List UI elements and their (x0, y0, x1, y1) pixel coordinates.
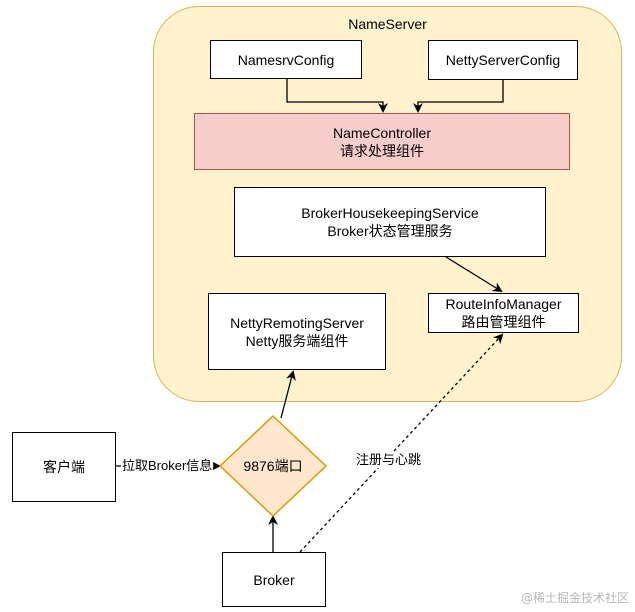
name-controller-line1: NameController (332, 124, 432, 141)
namesrv-config-label: NamesrvConfig (237, 51, 335, 68)
netty-remoting-server-box[interactable]: NettyRemotingServer Netty服务端组件 (208, 293, 386, 370)
route-info-manager-line2: 路由管理组件 (461, 314, 546, 330)
client-box[interactable]: 客户端 (12, 432, 116, 502)
arrow-broker-to-route-info-manager (299, 333, 504, 553)
broker-box[interactable]: Broker (222, 552, 326, 607)
watermark: @稀土掘金技术社区 (520, 591, 629, 605)
broker-housekeeping-line2: Broker状态管理服务 (327, 223, 453, 239)
arrow-namesrv-config-to-name-controller (286, 79, 388, 113)
namesrv-config-box[interactable]: NamesrvConfig (210, 40, 362, 79)
netty-server-config-box[interactable]: NettyServerConfig (428, 40, 578, 80)
name-controller-box[interactable]: NameController 请求处理组件 (194, 113, 570, 170)
nameserver-title: NameServer (348, 16, 427, 32)
arrow-port-to-netty-remoting-server (280, 370, 296, 419)
netty-remoting-server-line2: Netty服务端组件 (245, 332, 349, 349)
arrow-netty-server-config-to-name-controller (413, 80, 504, 113)
port-diamond[interactable] (218, 414, 328, 518)
client-label: 客户端 (43, 459, 85, 475)
broker-housekeeping-service-box[interactable]: BrokerHousekeepingService Broker状态管理服务 (234, 187, 546, 257)
register-heartbeat-label: 注册与心跳 (355, 452, 423, 468)
arrow-housekeeping-to-route-info-manager (445, 256, 503, 293)
netty-server-config-label: NettyServerConfig (445, 52, 561, 68)
port-label: 9876端口 (243, 458, 303, 474)
pull-broker-info-label: 拉取Broker信息 (121, 458, 214, 474)
broker-housekeeping-line1: BrokerHousekeepingService (301, 205, 479, 221)
route-info-manager-line1: RouteInfoManager (445, 296, 562, 312)
broker-label: Broker (253, 571, 295, 588)
route-info-manager-box[interactable]: RouteInfoManager 路由管理组件 (428, 293, 579, 333)
name-controller-line2: 请求处理组件 (340, 142, 424, 159)
netty-remoting-server-line1: NettyRemotingServer (230, 314, 364, 331)
